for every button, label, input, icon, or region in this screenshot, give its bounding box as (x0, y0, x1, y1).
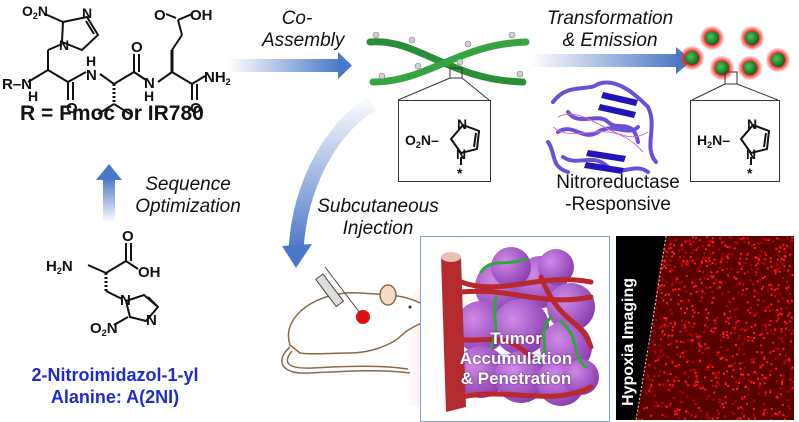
svg-text:N: N (146, 312, 157, 329)
svg-text:*: * (457, 165, 463, 181)
co-assembly-line1: Co- (262, 8, 332, 30)
monomer-caption-line2: Alanine: A(2NI) (10, 386, 220, 408)
sequence-optimization-label: Sequence Optimization (128, 174, 248, 218)
transformation-line1: Transformation (530, 8, 690, 30)
hypoxia-label: Hypoxia Imaging (620, 278, 638, 406)
nitroreductase-protein (538, 72, 668, 187)
injection-arrow (282, 104, 372, 268)
nanoparticle (740, 26, 764, 50)
svg-text:OH: OH (138, 264, 161, 281)
enzyme-label-line2: -Responsive (548, 194, 688, 216)
monomer-caption-line1: 2-Nitroimidazol-1-yl (10, 364, 220, 386)
svg-text:N: N (457, 116, 467, 132)
co-assembly-line2: Assembly (262, 30, 332, 52)
svg-text:NH2: NH2 (204, 69, 231, 87)
nanoparticle (766, 48, 790, 72)
svg-text:O: O (131, 39, 143, 56)
inset-o2n: O2N– (405, 132, 439, 150)
tumor-label-line3: & Penetration (441, 369, 591, 389)
svg-text:N: N (456, 146, 466, 162)
injection-site (356, 310, 370, 324)
inset-h2n: H2N– (697, 132, 730, 150)
svg-text:N: N (120, 292, 131, 309)
injection-label: Subcutaneous Injection (308, 196, 448, 240)
tumor-label-line2: Accumulation (441, 349, 591, 369)
sequence-optimization-arrow (96, 164, 122, 223)
svg-text:N: N (59, 37, 69, 53)
seq-opt-line2: Optimization (128, 196, 248, 218)
svg-text:N: N (82, 5, 92, 21)
monomer-structure: H2N O OH N N O2N (40, 225, 190, 335)
r-group-label: R = Fmoc or IR780 (20, 102, 204, 126)
tumor-label-line1: Tumor (441, 329, 591, 349)
transformation-label: Transformation & Emission (530, 8, 690, 52)
svg-text:N: N (747, 116, 757, 132)
aminoimidazole-inset: H2N– N N * (690, 100, 780, 182)
tumor-panel: Tumor Accumulation & Penetration (420, 236, 610, 422)
svg-text:H2N: H2N (46, 258, 73, 276)
svg-text:O: O (154, 7, 166, 24)
svg-text:O: O (122, 228, 134, 245)
transformation-line2: & Emission (530, 30, 690, 52)
svg-text:*: * (747, 165, 753, 181)
nanoparticle (700, 26, 724, 50)
enzyme-label-line1: Nitroreductase (548, 172, 688, 194)
svg-text:N: N (746, 146, 756, 162)
monomer-caption: 2-Nitroimidazol-1-yl Alanine: A(2NI) (10, 364, 220, 408)
co-assembly-label: Co- Assembly (262, 8, 332, 52)
svg-text:O2N: O2N (90, 320, 118, 338)
injection-line1: Subcutaneous (308, 196, 448, 218)
seq-opt-line1: Sequence (128, 174, 248, 196)
nitroimidazole-inset: O2N– N N * (398, 100, 491, 182)
svg-text:N: N (86, 67, 97, 84)
svg-text:OH: OH (190, 7, 213, 24)
svg-text:H: H (86, 53, 96, 69)
tumor-label: Tumor Accumulation & Penetration (441, 329, 591, 389)
hypoxia-image: Hypoxia Imaging (616, 236, 794, 420)
nanoparticle (680, 46, 704, 70)
atom-o2n: O2N (22, 3, 48, 21)
enzyme-label: Nitroreductase -Responsive (548, 172, 688, 216)
